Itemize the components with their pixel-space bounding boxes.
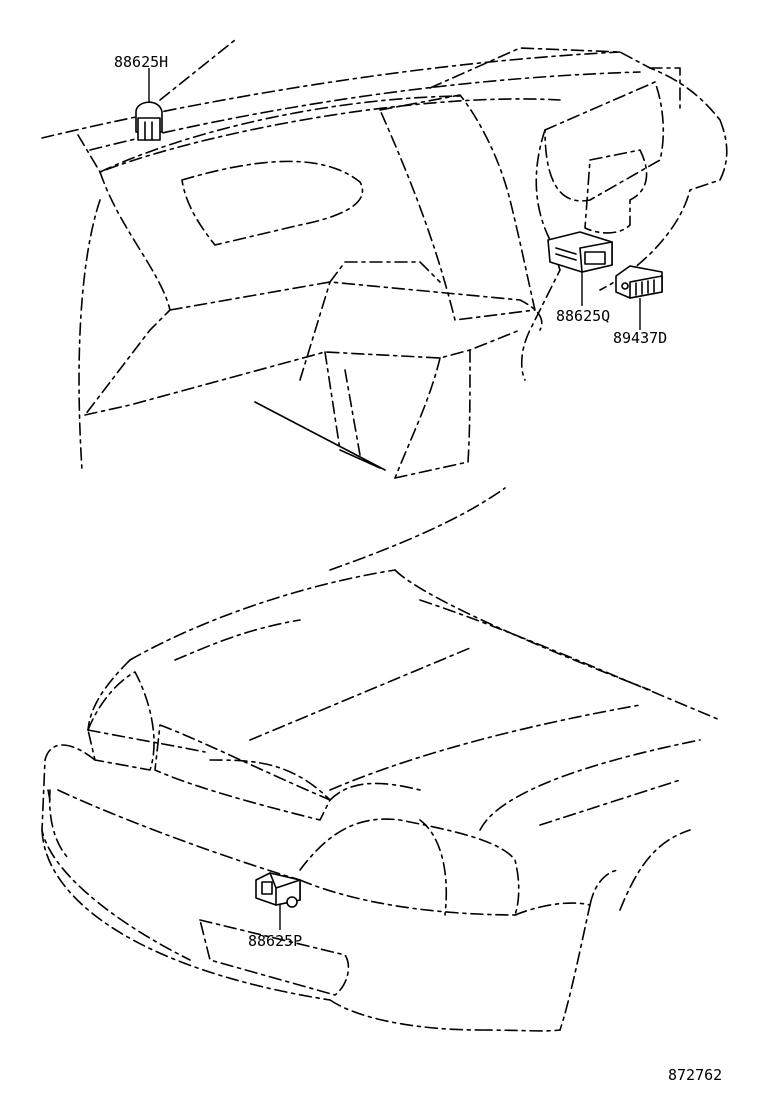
illustration-code: 872762 — [668, 1066, 722, 1084]
connector-88625q-icon — [547, 231, 613, 273]
connector-89437d-icon — [615, 265, 663, 299]
part-label-88625p: 88625P — [248, 932, 302, 950]
part-label-88625h: 88625H — [114, 53, 168, 71]
sensor-88625h-icon — [135, 101, 163, 141]
part-label-88625q: 88625Q — [556, 307, 610, 325]
part-label-89437d: 89437D — [613, 329, 667, 347]
car-front-outline — [41, 487, 721, 1032]
sensor-88625p-icon — [255, 872, 301, 908]
